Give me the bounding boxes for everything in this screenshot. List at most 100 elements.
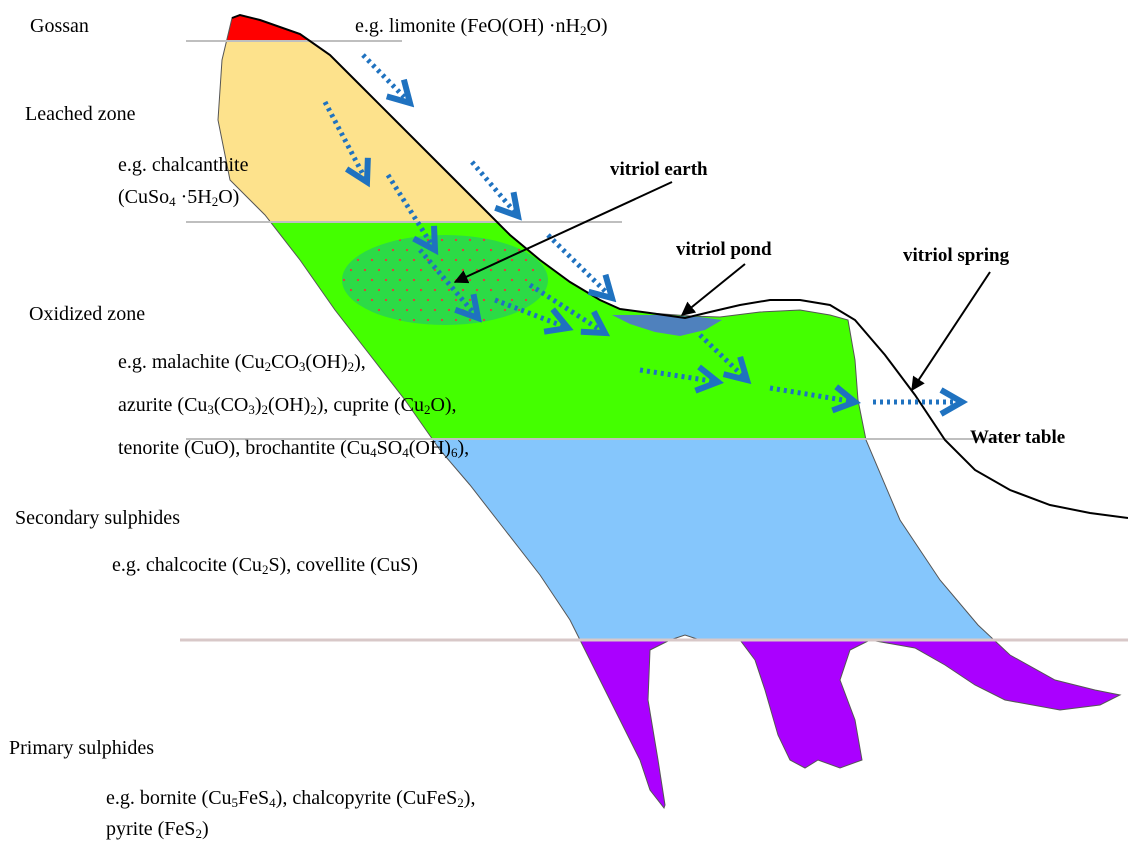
vitriol-earth-dot <box>441 299 443 301</box>
vitriol-earth-dot <box>378 249 380 251</box>
vitriol-earth-dot <box>434 249 436 251</box>
vitriol-earth-dot <box>490 289 492 291</box>
vitriol-earth-dot <box>434 309 436 311</box>
vitriol-earth-dot <box>357 299 359 301</box>
vitriol-earth-dot <box>539 279 541 281</box>
vitriol-earth-dot <box>448 309 450 311</box>
label-vitriol-earth: vitriol earth <box>610 158 708 182</box>
vitriol-earth-dot <box>476 249 478 251</box>
vitriol-earth-dot <box>483 279 485 281</box>
vitriol-earth-dot <box>455 259 457 261</box>
vitriol-earth-dot <box>469 319 471 321</box>
vitriol-earth-dot <box>455 299 457 301</box>
secondary-sulphides-zone <box>200 439 1128 640</box>
vitriol-earth-dot <box>392 269 394 271</box>
zone-label-leached: Leached zone <box>25 102 135 126</box>
zone-label-primary: Primary sulphides <box>9 736 154 760</box>
vitriol-earth-dot <box>490 249 492 251</box>
vitriol-earth-dot <box>441 319 443 321</box>
vitriol-earth-dot <box>378 289 380 291</box>
vitriol-earth-dot <box>476 289 478 291</box>
vitriol-earth-dot <box>462 249 464 251</box>
vitriol-earth-dot <box>350 269 352 271</box>
vitriol-earth-dot <box>413 299 415 301</box>
vitriol-earth-dot <box>378 309 380 311</box>
vitriol-earth-dot <box>413 259 415 261</box>
vitriol-earth-dot <box>385 299 387 301</box>
vitriol-earth-dot <box>448 289 450 291</box>
vitriol-earth-dot <box>469 259 471 261</box>
mineral-chalcanthite-formula: (CuSo4 ·5H2O) <box>118 185 239 209</box>
vitriol-earth-dot <box>455 319 457 321</box>
vitriol-earth-dot <box>385 259 387 261</box>
vitriol-earth-dot <box>427 279 429 281</box>
vitriol-earth-dot <box>504 289 506 291</box>
vitriol-earth-dot <box>406 309 408 311</box>
mineral-limonite: e.g. limonite (FeO(OH) ·nH2O) <box>355 14 608 38</box>
vitriol-earth-dot <box>483 319 485 321</box>
vitriol-earth-dot <box>406 269 408 271</box>
vitriol-earth-dot <box>532 289 534 291</box>
vitriol-earth-dot <box>434 289 436 291</box>
vitriol-earth-dot <box>532 249 534 251</box>
vitriol-earth-dot <box>371 259 373 261</box>
mineral-malachite: e.g. malachite (Cu2CO3(OH)2), <box>118 350 366 374</box>
vitriol-earth-dot <box>399 299 401 301</box>
vitriol-earth-dot <box>518 249 520 251</box>
vitriol-earth-dot <box>350 289 352 291</box>
mineral-chalcocite-covellite: e.g. chalcocite (Cu2S), covellite (CuS) <box>112 553 418 577</box>
vitriol-earth-dot <box>364 269 366 271</box>
vitriol-earth-dot <box>518 309 520 311</box>
vitriol-earth-dot <box>343 279 345 281</box>
vitriol-earth-dot <box>448 269 450 271</box>
vitriol-earth-dot <box>469 299 471 301</box>
vitriol-earth-dot <box>490 269 492 271</box>
vitriol-earth-dot <box>504 309 506 311</box>
vitriol-earth-dot <box>392 249 394 251</box>
vitriol-earth-dot <box>357 259 359 261</box>
vitriol-earth-dot <box>378 269 380 271</box>
vitriol-earth-dot <box>427 259 429 261</box>
vitriol-earth-dot <box>399 279 401 281</box>
vitriol-earth-dot <box>469 239 471 241</box>
vitriol-earth-dot <box>448 249 450 251</box>
vitriol-earth-dot <box>490 309 492 311</box>
vitriol-earth-dot <box>413 319 415 321</box>
vitriol-pond-pointer <box>682 264 745 315</box>
vitriol-earth-dot <box>525 279 527 281</box>
vitriol-earth-dot <box>371 279 373 281</box>
vitriol-earth-dot <box>511 299 513 301</box>
vitriol-earth-dot <box>420 289 422 291</box>
leached-zone <box>200 41 1128 222</box>
primary-sulphides-zone <box>200 640 1128 851</box>
vitriol-earth-dot <box>455 239 457 241</box>
vitriol-earth-dot <box>525 299 527 301</box>
vitriol-earth-dot <box>392 289 394 291</box>
mineral-pyrite: pyrite (FeS2) <box>106 817 209 841</box>
mineral-azurite-cuprite: azurite (Cu3(CO3)2(OH)2), cuprite (Cu2O)… <box>118 393 457 417</box>
vitriol-earth-dot <box>483 299 485 301</box>
vitriol-earth-dot <box>532 269 534 271</box>
mineral-chalcanthite-line1: e.g. chalcanthite <box>118 153 249 177</box>
vitriol-earth-dot <box>518 269 520 271</box>
vitriol-earth-dot <box>385 279 387 281</box>
vitriol-earth-dot <box>539 239 541 241</box>
vitriol-earth-dot <box>525 239 527 241</box>
vitriol-earth-dot <box>462 289 464 291</box>
vitriol-earth-dot <box>413 279 415 281</box>
vitriol-earth-dot <box>406 289 408 291</box>
vitriol-earth-dot <box>364 289 366 291</box>
vitriol-earth-dot <box>476 309 478 311</box>
vitriol-earth-dot <box>483 259 485 261</box>
mineral-bornite-chalcopyrite: e.g. bornite (Cu5FeS4), chalcopyrite (Cu… <box>106 786 475 810</box>
vitriol-earth-dot <box>371 299 373 301</box>
vitriol-earth-dot <box>406 249 408 251</box>
vitriol-spring-pointer <box>912 272 990 390</box>
label-vitriol-spring: vitriol spring <box>903 244 1009 268</box>
vitriol-earth-dot <box>504 249 506 251</box>
vitriol-earth-dot <box>525 259 527 261</box>
zone-label-oxidized: Oxidized zone <box>29 302 145 326</box>
vitriol-earth-dot <box>392 309 394 311</box>
label-vitriol-pond: vitriol pond <box>676 238 772 262</box>
